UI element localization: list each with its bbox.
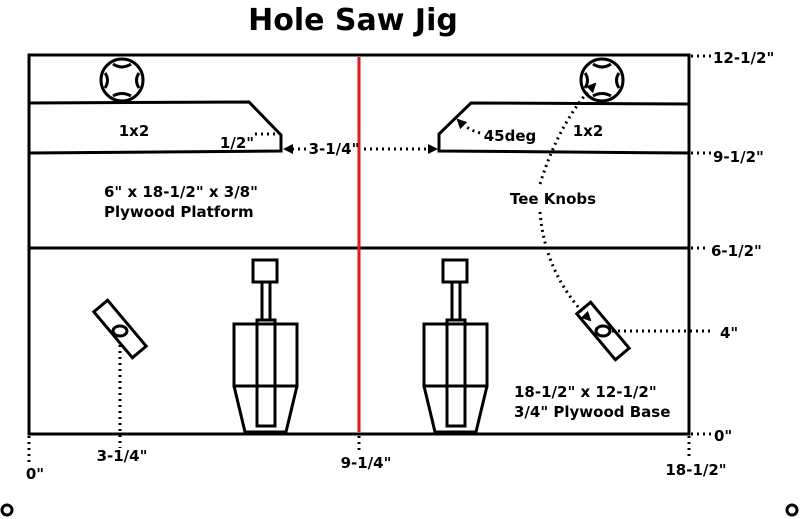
angle-label: 45deg — [484, 127, 537, 145]
left-slotted-block — [91, 298, 149, 360]
dim-right-0: 0" — [714, 427, 732, 445]
corner-marker-right — [785, 503, 799, 517]
left-toggle-clamp — [232, 258, 299, 434]
corner-marker-left — [0, 503, 14, 517]
dim-right-4: 4" — [720, 324, 738, 342]
dim-bottom-3-25: 3-1/4" — [97, 447, 148, 465]
tee-knobs-arrow-down — [538, 211, 592, 322]
left-tee-knob-icon — [99, 57, 145, 103]
platform-label-line2: Plywood Platform — [104, 203, 254, 221]
gap-label: 3-1/4" — [309, 140, 360, 158]
right-toggle-clamp — [422, 258, 489, 434]
dim-bottom-9-25: 9-1/4" — [341, 454, 392, 472]
dim-right-6-5: 6-1/2" — [711, 242, 762, 260]
dim-bottom-0: 0" — [26, 465, 44, 483]
right-1x2-board — [437, 101, 690, 155]
left-board-label: 1x2 — [119, 122, 150, 140]
left-1x2-board — [28, 100, 283, 155]
right-slotted-block — [574, 300, 632, 362]
plywood-base-outline — [27, 53, 691, 436]
base-label-line1: 18-1/2" x 12-1/2" — [514, 383, 657, 401]
platform-label-line1: 6" x 18-1/2" x 3/8" — [104, 183, 258, 201]
base-label-line2: 3/4" Plywood Base — [514, 403, 670, 421]
tee-knobs-label: Tee Knobs — [510, 190, 596, 208]
half-inch-label: 1/2" — [220, 134, 254, 152]
diagram-title: Hole Saw Jig — [248, 3, 458, 38]
tee-knobs-arrow-up — [538, 82, 597, 185]
dim-right-12-5: 12-1/2" — [713, 49, 774, 67]
dim-right-9-5: 9-1/2" — [713, 148, 764, 166]
right-tee-knob-icon — [579, 57, 625, 103]
dim-bottom-18-5: 18-1/2" — [665, 461, 726, 479]
angle-arrow — [456, 118, 481, 135]
right-board-label: 1x2 — [573, 122, 604, 140]
